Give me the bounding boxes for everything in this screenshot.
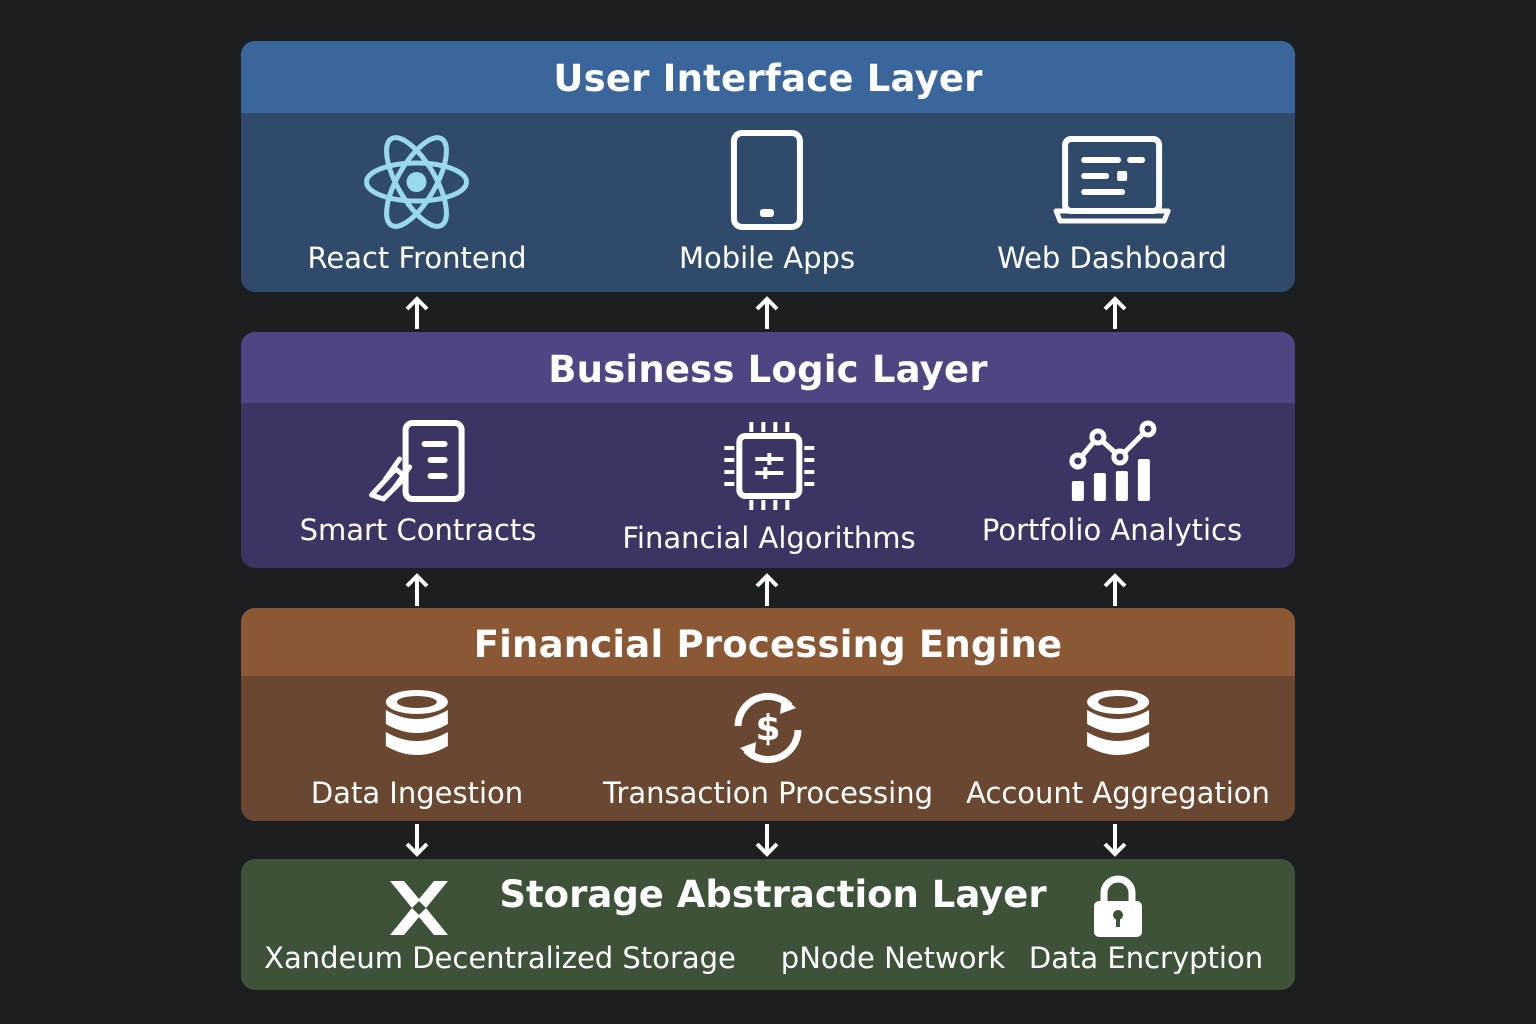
item-label: React Frontend <box>307 241 527 275</box>
xandeum-x-icon <box>390 881 448 935</box>
database-icon <box>386 690 448 755</box>
arrow-up-icon <box>405 573 429 606</box>
mobile-tablet-icon <box>731 130 803 230</box>
web-dashboard-item: Web Dashboard <box>997 131 1227 275</box>
item-label: Portfolio Analytics <box>981 513 1243 547</box>
business-logic-layer: Business Logic Layer Smart Contracts <box>241 332 1295 568</box>
layer-title: Storage Abstraction Layer <box>499 873 1047 916</box>
financial-algorithms-item: Financial Algorithms <box>622 419 916 555</box>
arrow-up-icon <box>1103 296 1127 329</box>
item-label: Mobile Apps <box>678 241 856 275</box>
smart-contracts-item: Smart Contracts <box>299 419 537 547</box>
arrow-up-icon <box>1103 573 1127 606</box>
svg-text:$: $ <box>755 708 780 749</box>
portfolio-analytics-item: Portfolio Analytics <box>982 419 1242 547</box>
laptop-dashboard-icon <box>1053 136 1171 224</box>
database-icon <box>1086 690 1149 755</box>
item-label: Data Ingestion <box>310 776 524 810</box>
arrow-down-icon <box>405 824 429 857</box>
arrow-up-icon <box>755 296 779 329</box>
arrow-down-icon <box>1103 824 1127 857</box>
layer-title: Financial Processing Engine <box>241 608 1295 676</box>
arrow-up-icon <box>405 296 429 329</box>
item-label: Account Aggregation <box>966 776 1270 810</box>
layer-title: Business Logic Layer <box>241 332 1295 403</box>
cpu-chip-icon <box>724 422 814 510</box>
item-label: Web Dashboard <box>997 241 1227 275</box>
data-encryption-label: Data Encryption <box>1028 941 1264 975</box>
arrow-up-icon <box>755 573 779 606</box>
user-interface-layer: User Interface Layer React Frontend <box>241 41 1295 292</box>
xandeum-storage-label: Xandeum Decentralized Storage <box>264 941 736 975</box>
item-label: Financial Algorithms <box>622 521 916 555</box>
react-atom-icon <box>364 135 470 229</box>
dollar-cycle-icon: $ <box>734 692 802 764</box>
item-label: Smart Contracts <box>299 513 537 547</box>
data-ingestion-item: Data Ingestion <box>311 688 523 810</box>
transaction-processing-item: $ Transaction Processing <box>603 688 933 810</box>
arrow-down-icon <box>755 824 779 857</box>
mobile-apps-item: Mobile Apps <box>679 129 855 275</box>
account-aggregation-item: Account Aggregation <box>966 688 1270 810</box>
item-label: Transaction Processing <box>603 776 933 810</box>
storage-abstraction-layer: Storage Abstraction Layer Xandeum Decent… <box>241 859 1295 990</box>
pnode-network-label: pNode Network <box>780 941 1006 975</box>
bar-line-chart-icon <box>1069 420 1157 501</box>
financial-processing-engine-layer: Financial Processing Engine Data Ingesti… <box>241 608 1295 821</box>
padlock-icon <box>1094 875 1142 937</box>
layer-title: User Interface Layer <box>241 41 1295 113</box>
contract-document-icon <box>369 420 465 502</box>
react-frontend-item: React Frontend <box>307 131 527 275</box>
